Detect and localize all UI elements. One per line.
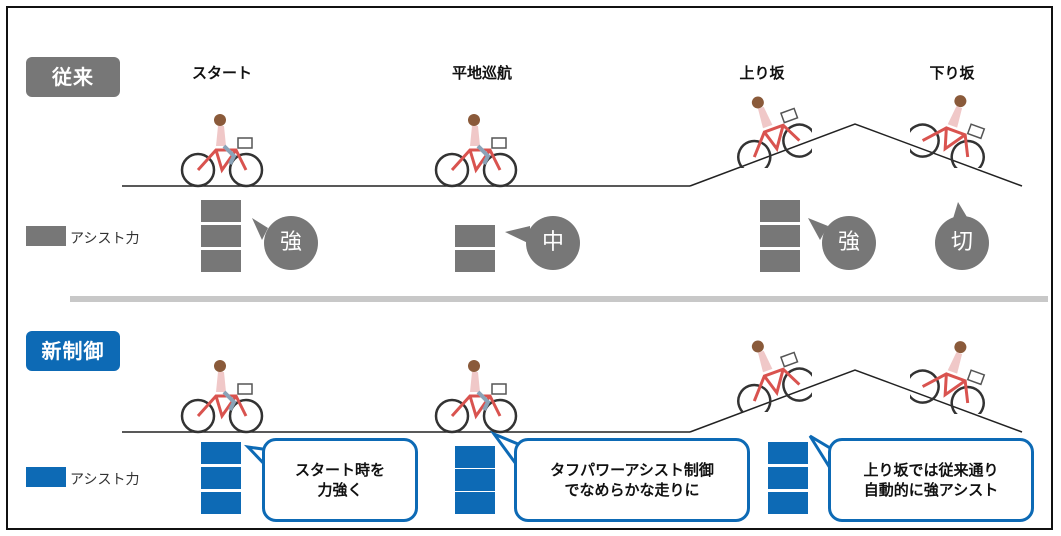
callout-flat-line1: タフパワーアシスト制御: [550, 461, 714, 479]
assist-block-start-1: [201, 200, 241, 222]
new-assist-block-start-2: [201, 467, 241, 489]
callout-start: スタート時を 力強く: [262, 438, 418, 522]
assist-block-uphill-2: [760, 225, 800, 247]
callout-uphill-line2: 自動的に強アシスト: [863, 481, 999, 499]
section-divider: [70, 296, 1048, 302]
bubble-tail-flat: [505, 226, 530, 244]
new-assist-block-uphill-2: [768, 467, 808, 489]
bicycle-rider-icon: [910, 95, 986, 168]
section-tag-conventional: 従来: [26, 57, 120, 97]
phase-label-start: スタート: [191, 64, 252, 82]
assist-level-uphill: 強: [822, 216, 876, 270]
bicycle-rider-icon: [910, 341, 986, 414]
legend-label-conventional: アシスト力: [70, 231, 140, 247]
new-assist-block-uphill-3: [768, 492, 808, 514]
callout-flat: タフパワーアシスト制御 でなめらかな走りに: [514, 438, 750, 522]
assist-block-start-2: [201, 225, 241, 247]
assist-block-uphill-3: [760, 250, 800, 272]
bicycle-rider-icon: [434, 114, 518, 188]
new-assist-block-flat-3: [455, 492, 495, 514]
new-assist-block-flat-1: [455, 446, 495, 468]
callout-uphill-line1: 上り坂では従来通り: [863, 461, 999, 479]
bicycle-rider-icon: [434, 360, 518, 434]
slope-conventional: [689, 123, 1023, 187]
legend-swatch-gray: [26, 226, 66, 246]
callout-tail-uphill: [808, 434, 832, 474]
bicycle-rider-icon: [737, 340, 812, 412]
new-assist-block-start-3: [201, 492, 241, 514]
phase-label-downhill: 下り坂: [929, 64, 975, 82]
assist-block-flat-2: [455, 250, 495, 272]
legend-label-new: アシスト力: [70, 472, 140, 488]
slope-new: [689, 369, 1023, 433]
new-assist-block-flat-2: [455, 469, 495, 491]
callout-start-line1: スタート時を: [294, 461, 385, 479]
assist-block-start-3: [201, 250, 241, 272]
legend-swatch-blue: [26, 467, 66, 487]
assist-level-start: 強: [264, 216, 318, 270]
assist-block-uphill-1: [760, 200, 800, 222]
bicycle-rider-icon: [180, 114, 264, 188]
phase-label-flat: 平地巡航: [451, 64, 512, 82]
section-tag-new-control: 新制御: [26, 331, 120, 371]
callout-flat-line2: でなめらかな走りに: [564, 481, 700, 499]
phase-label-uphill: 上り坂: [739, 64, 785, 82]
assist-level-downhill: 切: [935, 216, 989, 270]
callout-uphill: 上り坂では従来通り 自動的に強アシスト: [828, 438, 1034, 522]
assist-block-flat-1: [455, 225, 495, 247]
bicycle-rider-icon: [737, 96, 812, 168]
bubble-tail-start: [252, 218, 268, 240]
assist-level-flat: 中: [526, 216, 580, 270]
bicycle-rider-icon: [180, 360, 264, 434]
callout-start-line2: 力強く: [317, 481, 363, 499]
new-assist-block-start-1: [201, 442, 241, 464]
new-assist-block-uphill-1: [768, 442, 808, 464]
